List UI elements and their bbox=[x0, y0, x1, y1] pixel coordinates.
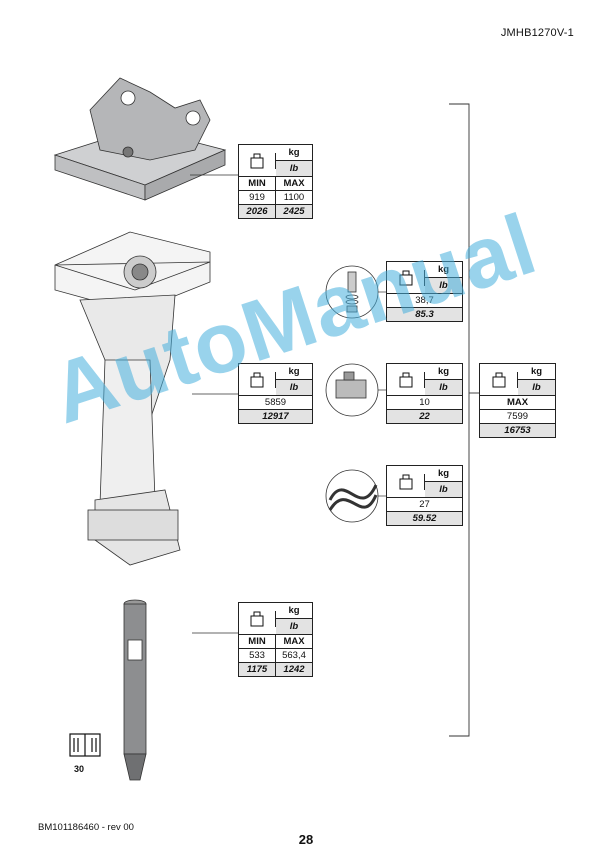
min-lb: 2026 bbox=[246, 206, 268, 217]
weight-kg: 10 bbox=[419, 397, 430, 408]
unit-lb: lb bbox=[518, 379, 555, 395]
weight-lb: 16753 bbox=[504, 425, 531, 436]
unit-kg: kg bbox=[288, 605, 300, 616]
unit-kg: kg bbox=[437, 366, 450, 377]
valve-illustration bbox=[325, 363, 379, 417]
unit-lb: lb bbox=[276, 618, 312, 634]
min-kg: 919 bbox=[249, 192, 265, 203]
max-label: MAX bbox=[506, 397, 529, 408]
total-weight-table: kg lb MAX 7599 16753 bbox=[479, 363, 556, 438]
mounting-bracket-drawing bbox=[53, 77, 227, 201]
min-kg: 533 bbox=[249, 650, 265, 661]
page-number: 28 bbox=[298, 832, 314, 847]
manual-reference: 30 bbox=[74, 764, 85, 774]
leader-lines bbox=[190, 174, 386, 634]
unit-kg: kg bbox=[288, 366, 300, 377]
weight-icon bbox=[480, 371, 518, 388]
max-lb: 2425 bbox=[275, 205, 312, 218]
chisel-tool-drawing bbox=[123, 599, 147, 781]
hammer-weight-table: kg lb 5859 12917 bbox=[238, 363, 313, 424]
unit-lb: lb bbox=[425, 379, 462, 395]
bracket-weight-table: kg lb MIN MAX 919 1100 2026 2425 bbox=[238, 144, 313, 219]
max-kg: 563,4 bbox=[275, 649, 312, 662]
weight-lb: 85.3 bbox=[415, 309, 434, 320]
max-kg: 1100 bbox=[275, 191, 312, 204]
max-label: MAX bbox=[275, 177, 312, 190]
unit-kg: kg bbox=[437, 468, 450, 479]
hoses-weight-table: kg lb 27 59.52 bbox=[386, 465, 463, 526]
weight-lb: 59.52 bbox=[412, 513, 437, 524]
manual-book-icon bbox=[69, 733, 101, 757]
weight-icon bbox=[239, 610, 276, 627]
weight-kg: 5859 bbox=[264, 397, 287, 408]
unit-lb: lb bbox=[276, 379, 312, 395]
weight-kg: 7599 bbox=[506, 411, 529, 422]
hammer-body-drawing bbox=[54, 231, 211, 566]
max-lb: 1242 bbox=[275, 663, 312, 676]
weight-icon bbox=[387, 473, 425, 490]
min-lb: 1175 bbox=[246, 664, 268, 675]
weight-icon bbox=[387, 269, 425, 286]
unit-kg: kg bbox=[288, 147, 300, 158]
weight-lb: 22 bbox=[419, 411, 430, 422]
weight-icon bbox=[239, 371, 276, 388]
weight-kg: 38,7 bbox=[415, 295, 434, 306]
weight-kg: 27 bbox=[419, 499, 430, 510]
unit-kg: kg bbox=[530, 366, 543, 377]
document-code: JMHB1270V-1 bbox=[500, 27, 574, 39]
bolts-illustration bbox=[325, 265, 379, 319]
unit-lb: lb bbox=[276, 160, 312, 176]
tool-weight-table: kg lb MIN MAX 533 563,4 1175 1242 bbox=[238, 602, 313, 677]
valve-weight-table: kg lb 10 22 bbox=[386, 363, 463, 424]
unit-lb: lb bbox=[425, 277, 462, 293]
min-label: MIN bbox=[248, 178, 266, 189]
grouping-bracket bbox=[449, 103, 470, 737]
hoses-illustration bbox=[325, 469, 379, 523]
document-reference: BM101186460 - rev 00 bbox=[38, 822, 134, 833]
weight-icon bbox=[239, 152, 276, 169]
unit-lb: lb bbox=[425, 481, 462, 497]
bolts-weight-table: kg lb 38,7 85.3 bbox=[386, 261, 463, 322]
max-label: MAX bbox=[275, 635, 312, 648]
weight-icon bbox=[387, 371, 425, 388]
weight-lb: 12917 bbox=[262, 411, 289, 422]
min-label: MIN bbox=[248, 636, 266, 647]
unit-kg: kg bbox=[437, 264, 450, 275]
